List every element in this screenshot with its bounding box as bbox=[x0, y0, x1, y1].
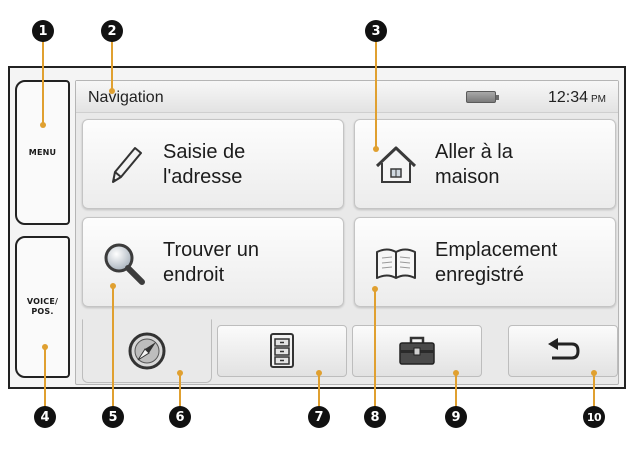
saved-location-button[interactable]: Emplacement enregistré bbox=[354, 217, 616, 307]
leader-dot-6 bbox=[177, 370, 183, 376]
leader-line-8 bbox=[374, 289, 376, 409]
callout-8: 8 bbox=[364, 406, 386, 428]
callout-5: 5 bbox=[102, 406, 124, 428]
tab-tools[interactable] bbox=[352, 325, 482, 377]
house-icon bbox=[375, 146, 417, 183]
clock-time: 12:34 bbox=[547, 89, 588, 106]
callout-10: 10 bbox=[583, 406, 605, 428]
callout-4: 4 bbox=[34, 406, 56, 428]
leader-line-3 bbox=[375, 40, 377, 148]
leader-line-6 bbox=[179, 373, 181, 409]
leader-line-7 bbox=[318, 373, 320, 409]
battery-icon bbox=[466, 91, 499, 103]
leader-dot-10 bbox=[591, 370, 597, 376]
leader-dot-8 bbox=[372, 286, 378, 292]
pencil-icon bbox=[112, 147, 142, 183]
voice-pos-hard-key[interactable]: VOICE/ POS. bbox=[15, 236, 70, 378]
leader-dot-9 bbox=[453, 370, 459, 376]
book-icon bbox=[376, 248, 416, 279]
leader-line-2 bbox=[111, 40, 113, 90]
back-arrow-icon bbox=[548, 338, 580, 360]
leader-dot-3 bbox=[373, 146, 379, 152]
go-home-label: Aller à la maison bbox=[435, 141, 513, 188]
compass-icon bbox=[128, 332, 166, 370]
tab-directory[interactable] bbox=[217, 325, 347, 377]
callout-1: 1 bbox=[32, 20, 54, 42]
cabinet-icon bbox=[270, 333, 294, 368]
leader-dot-5 bbox=[110, 283, 116, 289]
go-home-button[interactable]: Aller à la maison bbox=[354, 119, 616, 209]
leader-dot-2 bbox=[109, 88, 115, 94]
leader-line-10 bbox=[593, 373, 595, 409]
address-entry-button[interactable]: Saisie de l'adresse bbox=[82, 119, 344, 209]
leader-dot-1 bbox=[40, 122, 46, 128]
leader-dot-7 bbox=[316, 370, 322, 376]
callout-7: 7 bbox=[308, 406, 330, 428]
find-place-label: Trouver un endroit bbox=[163, 239, 259, 286]
tab-navigation[interactable] bbox=[82, 319, 212, 383]
clock-ampm: PM bbox=[591, 94, 606, 105]
magnifier-icon bbox=[104, 243, 145, 285]
leader-line-4 bbox=[44, 347, 46, 409]
address-entry-label: Saisie de l'adresse bbox=[163, 141, 246, 188]
callout-6: 6 bbox=[169, 406, 191, 428]
leader-dot-4 bbox=[42, 344, 48, 350]
callout-2: 2 bbox=[101, 20, 123, 42]
saved-location-label: Emplacement enregistré bbox=[435, 239, 558, 286]
back-button[interactable] bbox=[508, 325, 618, 377]
leader-line-9 bbox=[455, 373, 457, 409]
find-place-button[interactable]: Trouver un endroit bbox=[82, 217, 344, 307]
callout-9: 9 bbox=[445, 406, 467, 428]
toolbox-icon bbox=[399, 336, 435, 365]
screen-title: Navigation bbox=[88, 89, 164, 106]
callout-3: 3 bbox=[365, 20, 387, 42]
leader-line-5 bbox=[112, 286, 114, 409]
leader-line-1 bbox=[42, 40, 44, 124]
